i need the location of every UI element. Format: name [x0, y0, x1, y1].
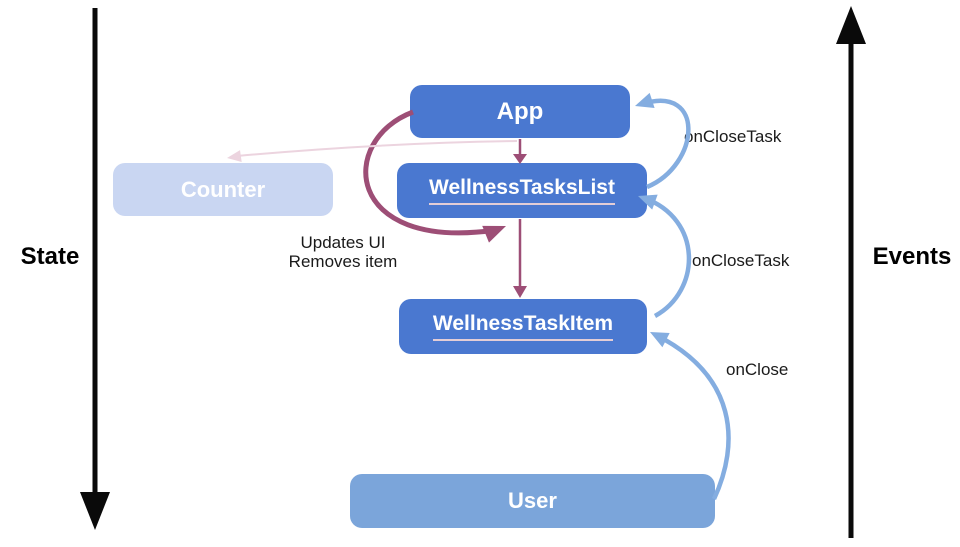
- node-user: User: [350, 474, 715, 528]
- events-axis-label: Events: [872, 243, 952, 270]
- node-wellness-tasks-list: WellnessTasksList: [397, 163, 647, 218]
- node-counter-label: Counter: [180, 176, 266, 202]
- edge-app-to-counter-path: [236, 140, 518, 157]
- edge-label-updates-ui-line2: Removes item: [288, 252, 398, 271]
- edge-list-to-item-arrow: [513, 219, 527, 298]
- edge-item-to-list-path: [643, 195, 692, 318]
- edge-user-to-item-arrowhead-icon: [650, 332, 670, 348]
- edge-app-to-counter-faded-arrow: [227, 140, 518, 162]
- edge-list-to-app-path: [641, 98, 691, 190]
- node-app: App: [410, 85, 630, 138]
- edge-list-to-app-arrowhead-icon: [635, 92, 655, 109]
- node-wellness-task-item-label: WellnessTaskItem: [432, 312, 614, 341]
- events-axis-arrow-up: [836, 6, 866, 538]
- node-wellness-task-item: WellnessTaskItem: [399, 299, 647, 354]
- edge-app-to-counter-arrowhead-icon: [227, 150, 242, 162]
- edge-label-updates-ui-line1: Updates UI: [300, 233, 386, 252]
- edge-list-to-item-arrowhead-icon: [513, 286, 527, 298]
- edge-app-to-list-arrow: [513, 139, 527, 164]
- state-axis-label: State: [20, 243, 80, 270]
- node-user-label: User: [508, 488, 557, 513]
- edge-label-onclosetask-top: onCloseTask: [684, 127, 782, 146]
- edge-user-to-item-event-arc: [650, 332, 731, 500]
- node-wellness-tasks-list-label: WellnessTasksList: [429, 176, 615, 205]
- node-app-label: App: [496, 97, 544, 125]
- edge-label-onclosetask-mid: onCloseTask: [692, 251, 790, 270]
- events-axis-arrow-head-icon: [836, 6, 866, 44]
- edge-label-updates-ui: Updates UI Removes item: [253, 233, 433, 271]
- edge-label-onclose: onClose: [726, 360, 789, 379]
- state-axis-arrow-head-icon: [80, 492, 110, 530]
- node-counter: Counter: [113, 163, 333, 216]
- edge-updates-loop-arrowhead-icon: [482, 225, 506, 243]
